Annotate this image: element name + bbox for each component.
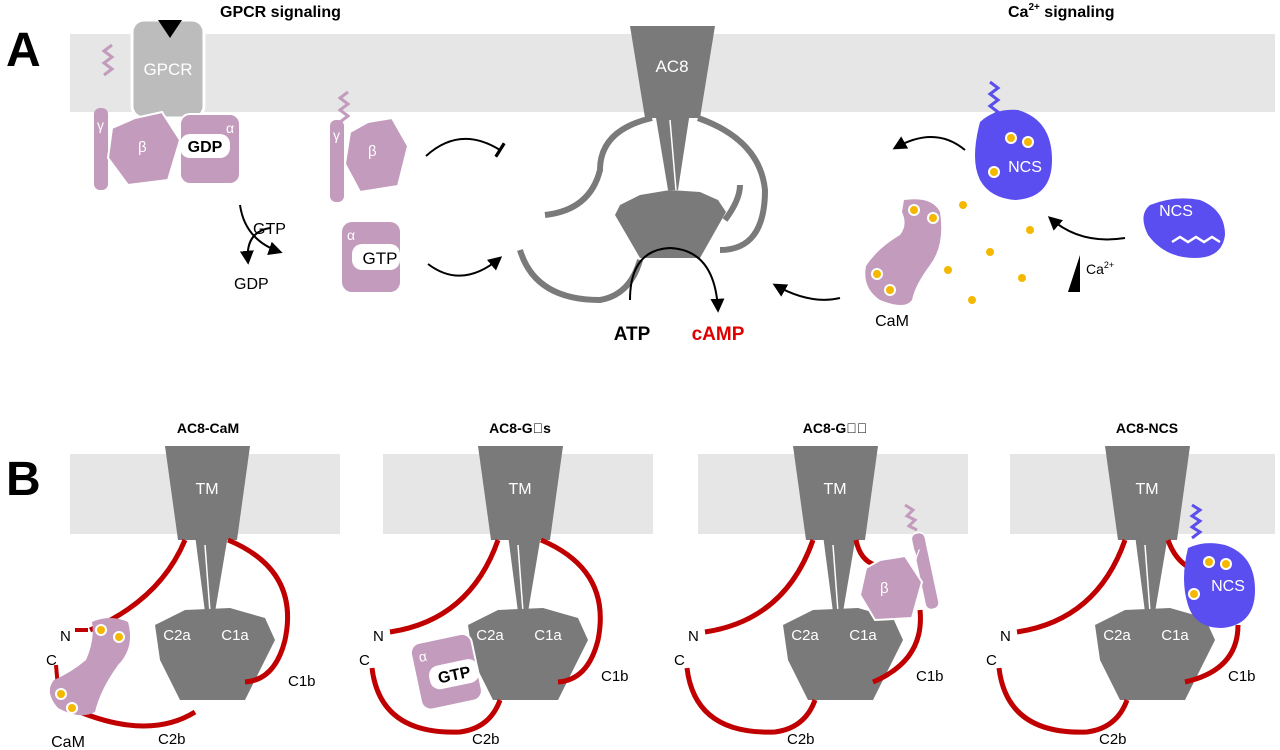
cam-bound-ca: CaM [865, 199, 942, 330]
gpcr-receptor: GPCR [130, 18, 206, 120]
ncs-to-ac8-arrow [892, 136, 966, 151]
ncs-bound-ca: NCS [975, 80, 1052, 200]
svg-text:C: C [674, 652, 685, 669]
svg-text:AC8-NCS: AC8-NCS [1116, 420, 1178, 436]
svg-text:C2b: C2b [158, 731, 186, 748]
svg-text:C2a: C2a [476, 627, 504, 644]
svg-text:C2b: C2b [787, 731, 815, 748]
svg-text:N: N [60, 628, 71, 645]
svg-text:N: N [688, 628, 699, 645]
svg-text:GDP: GDP [234, 276, 269, 293]
ac8-enzyme: AC8 ATP cAMP [517, 26, 769, 345]
free-alpha-gtp: α GTP [342, 222, 400, 292]
svg-text:GTP: GTP [253, 221, 286, 238]
svg-text:C1b: C1b [916, 668, 944, 685]
complex-ac8-gs: AC8-G s TM C2a C1a N C C1b C2b α GTP [359, 420, 653, 748]
svg-text:NCS: NCS [1211, 578, 1245, 595]
atp-to-camp-arrow [629, 246, 725, 313]
svg-text:AC8: AC8 [655, 57, 688, 76]
svg-text:CaM: CaM [51, 734, 85, 750]
svg-text:C: C [46, 652, 57, 669]
svg-text:ATP: ATP [614, 324, 651, 345]
svg-text:C1b: C1b [288, 673, 316, 690]
svg-text:γ: γ [333, 127, 340, 143]
svg-text:γ: γ [913, 544, 920, 560]
calcium-ions [944, 201, 1034, 304]
panel-b-letter: B [6, 453, 41, 506]
complex-ac8-gbg: AC8-G   TM C2a C1a N C C1b C2b γ β [674, 420, 968, 748]
panel-a: A GPCR signaling Ca2+ signaling GPCR γ β… [6, 2, 1275, 345]
svg-text:AC8-G s: AC8-G s [489, 420, 551, 436]
svg-text:α: α [347, 227, 355, 243]
svg-text:β: β [138, 139, 147, 156]
svg-text:C: C [986, 652, 997, 669]
svg-text:AC8-CaM: AC8-CaM [177, 420, 239, 436]
svg-text:N: N [373, 628, 384, 645]
svg-text:C1a: C1a [534, 627, 562, 644]
svg-text:GTP: GTP [437, 664, 473, 688]
svg-text:N: N [1000, 628, 1011, 645]
svg-text:γ: γ [97, 117, 104, 133]
activation-arrow [427, 256, 503, 277]
svg-text:C2a: C2a [163, 627, 191, 644]
svg-text:C1a: C1a [221, 627, 249, 644]
svg-text:β: β [368, 143, 377, 160]
svg-text:Ca2+: Ca2+ [1086, 260, 1114, 277]
svg-text:TM: TM [195, 481, 218, 498]
gtp-gdp-exchange: GTP GDP [234, 204, 286, 293]
svg-text:C2a: C2a [791, 627, 819, 644]
svg-text:α: α [417, 648, 428, 665]
panel-b: B AC8-CaM TM C2a C1a N C C1b C2b [6, 420, 1275, 750]
svg-text:β: β [880, 580, 889, 597]
svg-text:NCS: NCS [1159, 203, 1193, 220]
ca-signaling-title: Ca2+ signaling [1008, 2, 1115, 21]
ca-increase: Ca2+ [1068, 255, 1114, 292]
svg-text:C2b: C2b [472, 731, 500, 748]
svg-text:GDP: GDP [188, 139, 223, 156]
svg-text:GTP: GTP [363, 249, 398, 268]
svg-text:TM: TM [508, 481, 531, 498]
svg-text:C2b: C2b [1099, 731, 1127, 748]
svg-text:C2a: C2a [1103, 627, 1131, 644]
svg-text:cAMP: cAMP [692, 324, 745, 345]
ligand-triangle-icon [158, 20, 182, 38]
svg-text:TM: TM [1135, 481, 1158, 498]
svg-text:C1a: C1a [1161, 627, 1189, 644]
g-protein-heterotrimer: γ β α GDP [94, 43, 241, 190]
svg-text:CaM: CaM [875, 313, 909, 330]
inhibition-arrow [425, 137, 506, 158]
svg-text:TM: TM [823, 481, 846, 498]
svg-text:C: C [359, 652, 370, 669]
complex-ac8-ncs: AC8-NCS TM C2a C1a N C C1b C2b NCS [986, 420, 1275, 748]
panel-a-letter: A [6, 24, 41, 77]
svg-text:AC8-G  : AC8-G   [803, 420, 868, 436]
svg-text:NCS: NCS [1008, 159, 1042, 176]
complex-ac8-cam: AC8-CaM TM C2a C1a N C C1b C2b CaM [46, 420, 340, 750]
gamma-lipid-anchor [101, 43, 115, 77]
increase-wedge-icon [1068, 255, 1080, 292]
ncs-activation-arrow [1047, 216, 1126, 241]
gpcr-signaling-title: GPCR signaling [220, 4, 341, 21]
free-beta-gamma: γ β [330, 90, 410, 202]
svg-text:C1b: C1b [601, 668, 629, 685]
ncs-free: NCS [1143, 198, 1225, 258]
cam-to-ac8-arrow [772, 283, 841, 301]
svg-text:C1b: C1b [1228, 668, 1256, 685]
svg-text:C1a: C1a [849, 627, 877, 644]
svg-text:GPCR: GPCR [143, 60, 192, 79]
svg-text:α: α [226, 120, 234, 136]
